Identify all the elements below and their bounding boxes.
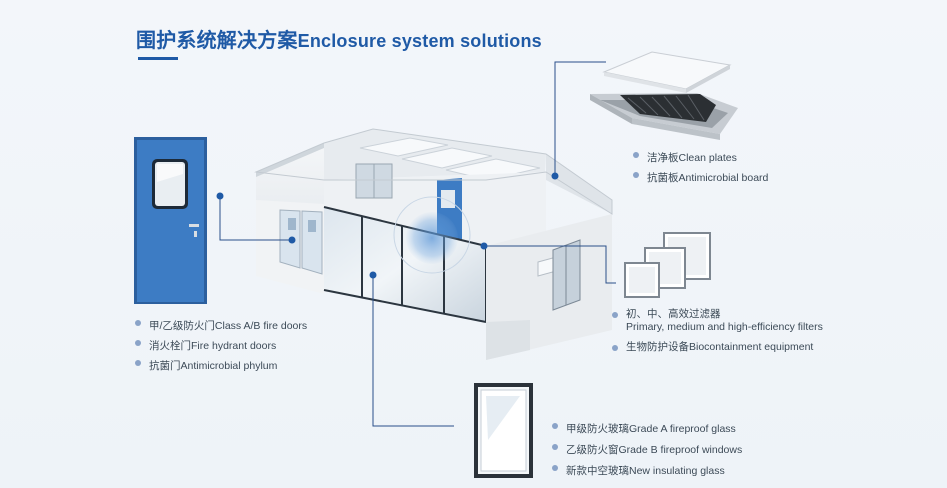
clean-plate-illustration xyxy=(590,51,738,140)
enclosure-room-illustration xyxy=(254,128,613,360)
bullet-dot xyxy=(633,152,639,158)
list-item: 抗菌门Antimicrobial phylum xyxy=(135,356,307,376)
glass-window-illustration xyxy=(474,383,533,478)
connector-dots xyxy=(216,172,559,279)
bullet-dot xyxy=(135,340,141,346)
bullet-dot xyxy=(552,444,558,450)
list-item: 甲级防火玻璃Grade A fireproof glass xyxy=(552,419,742,440)
list-item: 洁净板Clean plates xyxy=(633,148,768,168)
doors-list: 甲/乙级防火门Class A/B fire doors 消火栓门Fire hyd… xyxy=(135,316,307,376)
bullet-dot xyxy=(552,465,558,471)
glass-list: 甲级防火玻璃Grade A fireproof glass 乙级防火窗Grade… xyxy=(552,419,742,482)
list-item: 抗菌板Antimicrobial board xyxy=(633,168,768,188)
bullet-dot xyxy=(552,423,558,429)
bullet-dot xyxy=(135,320,141,326)
list-item: 甲/乙级防火门Class A/B fire doors xyxy=(135,316,307,336)
title-underline xyxy=(138,57,178,60)
bullet-dot xyxy=(633,172,639,178)
bullet-dot xyxy=(135,360,141,366)
title-en: Enclosure system solutions xyxy=(297,31,542,51)
bullet-dot xyxy=(612,312,618,318)
list-item: 消火栓门Fire hydrant doors xyxy=(135,336,307,356)
fire-door-illustration xyxy=(134,137,207,304)
filters-illustration xyxy=(624,232,711,298)
list-item: 乙级防火窗Grade B fireproof windows xyxy=(552,440,742,461)
connector-lines xyxy=(219,61,616,427)
list-item: 新款中空玻璃New insulating glass xyxy=(552,461,742,482)
list-item: 生物防护设备Biocontainment equipment xyxy=(612,341,823,354)
page-title: 围护系统解决方案Enclosure system solutions xyxy=(136,24,542,53)
plates-list: 洁净板Clean plates 抗菌板Antimicrobial board xyxy=(633,148,768,188)
title-cn: 围护系统解决方案 xyxy=(136,28,298,52)
bullet-dot xyxy=(612,345,618,351)
